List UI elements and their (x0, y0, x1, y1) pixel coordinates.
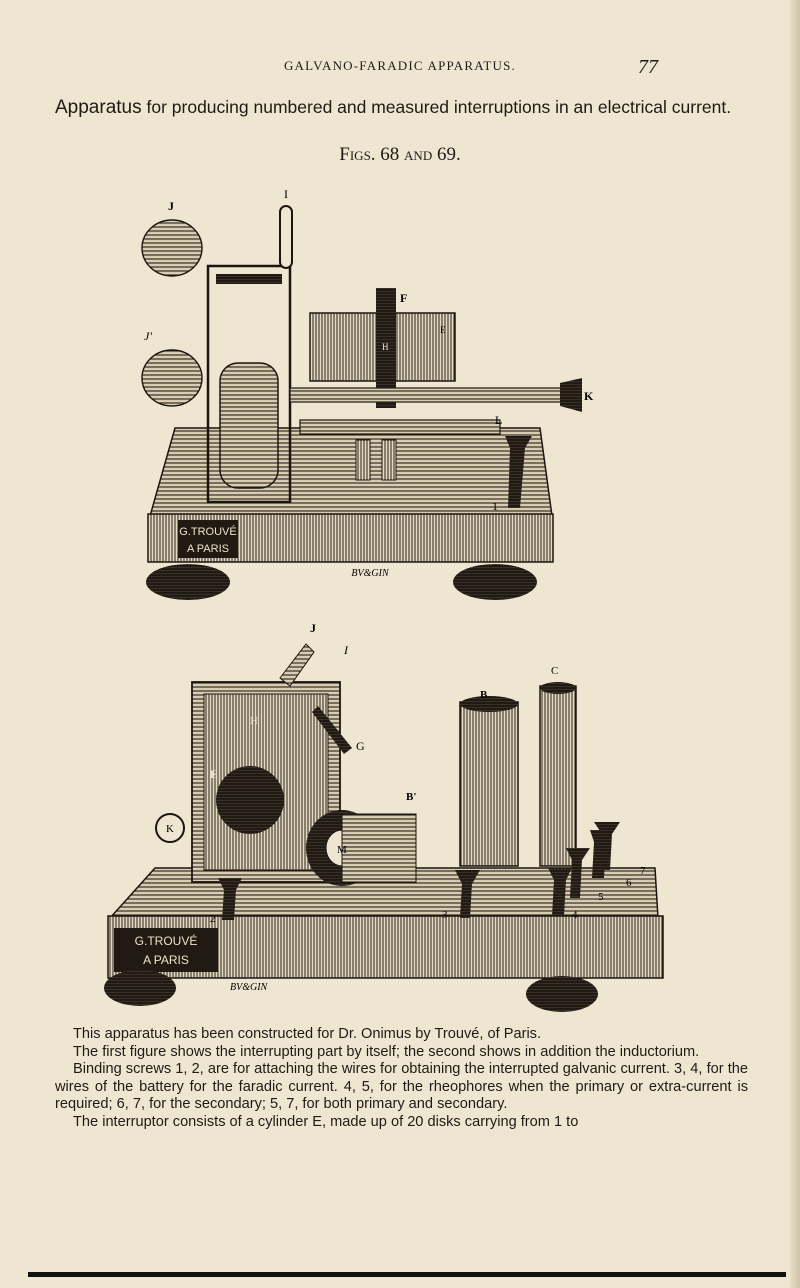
label-k-2: K (166, 823, 174, 835)
body-text: This apparatus has been constructed for … (55, 1026, 748, 1132)
label-h-2: H (250, 715, 258, 727)
shaft (289, 387, 581, 403)
label-g: G (356, 739, 365, 753)
label-h: H (382, 342, 389, 352)
handle-j (279, 643, 315, 687)
disc-j (141, 219, 203, 277)
figure-69-engraving: G.TROUVÉ A PARIS BV&GIN J I C B B' G E K… (104, 621, 664, 1012)
maker-plate-2-line-1: G.TROUVÉ (135, 933, 198, 948)
label-i-2: I (343, 643, 349, 657)
figure-68-engraving: G.TROUVÉ A PARIS BV&GIN J I J' F E H K L… (141, 187, 594, 600)
binding-screw-2 (218, 878, 242, 920)
label-7: 7 (640, 865, 646, 877)
label-6: 6 (626, 877, 632, 889)
binding-screw-6 (566, 848, 590, 898)
wheel-drum (219, 362, 279, 489)
label-e: E (440, 325, 446, 335)
label-j-prime: J' (144, 329, 152, 343)
foot-right-2 (526, 976, 598, 1012)
label-l: L (495, 413, 502, 427)
label-1: 1 (492, 499, 498, 513)
figure-heading-prefix: Figs. (339, 144, 376, 165)
label-2: 2 (210, 913, 216, 925)
label-b: B (480, 689, 488, 701)
binding-screw-4 (548, 868, 572, 916)
label-e-2: E (210, 767, 217, 781)
paragraph-2: The first figure shows the interrupting … (73, 1043, 700, 1060)
coil-b (459, 701, 519, 867)
foot-right (453, 564, 537, 600)
binding-screw-3 (455, 870, 480, 918)
label-b-prime: B' (406, 791, 416, 803)
paragraph-1: This apparatus has been constructed for … (73, 1026, 542, 1042)
binding-screw-7 (594, 822, 620, 870)
engraver-signature-2: BV&GIN (230, 982, 269, 993)
label-m: M (337, 844, 347, 856)
foot-left-2 (104, 970, 176, 1006)
label-j-2: J (310, 621, 316, 635)
caption-text: for producing numbered and measured inte… (141, 97, 732, 117)
maker-plate-line-1: G.TROUVÉ (179, 525, 236, 538)
label-j: J (168, 199, 174, 213)
engraver-signature: BV&GIN (351, 568, 390, 579)
frame (206, 264, 292, 504)
label-i: I (284, 187, 288, 201)
binding-screw-1 (505, 436, 532, 508)
label-f: F (400, 291, 407, 305)
page-number: 77 (638, 56, 658, 78)
figure-heading: Figs. 68 and 69. (0, 144, 800, 166)
paragraph-3: Binding screws 1, 2, are for attaching t… (55, 1061, 748, 1113)
label-3: 3 (442, 909, 448, 921)
caption: Apparatus for producing numbered and mea… (55, 97, 745, 118)
maker-plate-line-2: A PARIS (187, 543, 229, 555)
handle-i (279, 205, 293, 269)
tube-c (539, 685, 577, 867)
running-head: GALVANO-FARADIC APPARATUS. (283, 58, 517, 73)
label-k: K (584, 389, 594, 403)
label-4: 4 (572, 909, 578, 921)
foot-left (146, 564, 230, 600)
maker-plate-2-line-2: A PARIS (143, 953, 189, 967)
paragraph-4: The interruptor consists of a cylinder E… (73, 1113, 579, 1130)
page-edge (790, 0, 800, 1288)
label-5: 5 (598, 891, 604, 903)
caption-lead: Apparatus (55, 97, 142, 118)
label-c: C (551, 665, 558, 677)
disc-j-prime (141, 349, 203, 407)
lever-g (312, 706, 352, 754)
figure-heading-numbers: 68 and 69. (375, 144, 461, 165)
bottom-rule (28, 1272, 786, 1277)
